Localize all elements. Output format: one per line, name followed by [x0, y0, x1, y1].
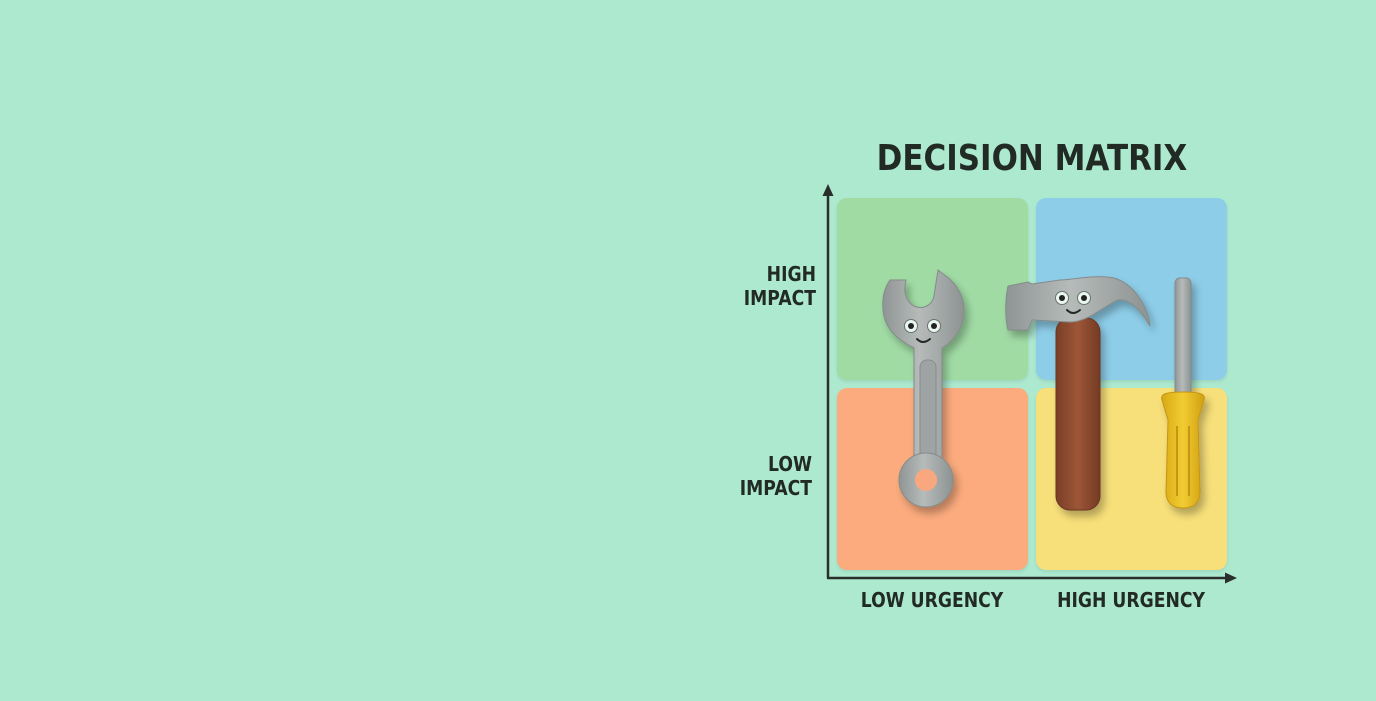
x-axis-arrow-icon — [1225, 573, 1237, 584]
y-label-high-impact: HIGH IMPACT — [713, 262, 816, 310]
x-label-low-urgency: LOW URGENCY — [837, 588, 1026, 612]
wrench-icon — [883, 270, 964, 507]
x-axis — [827, 573, 1237, 584]
y-label-low-impact: LOW IMPACT — [709, 452, 812, 500]
hammer-icon — [1006, 277, 1150, 510]
y-axis-arrow-icon — [823, 184, 834, 196]
x-label-high-urgency: HIGH URGENCY — [1036, 588, 1225, 612]
screwdriver-icon — [1162, 278, 1205, 508]
y-axis — [823, 184, 834, 578]
